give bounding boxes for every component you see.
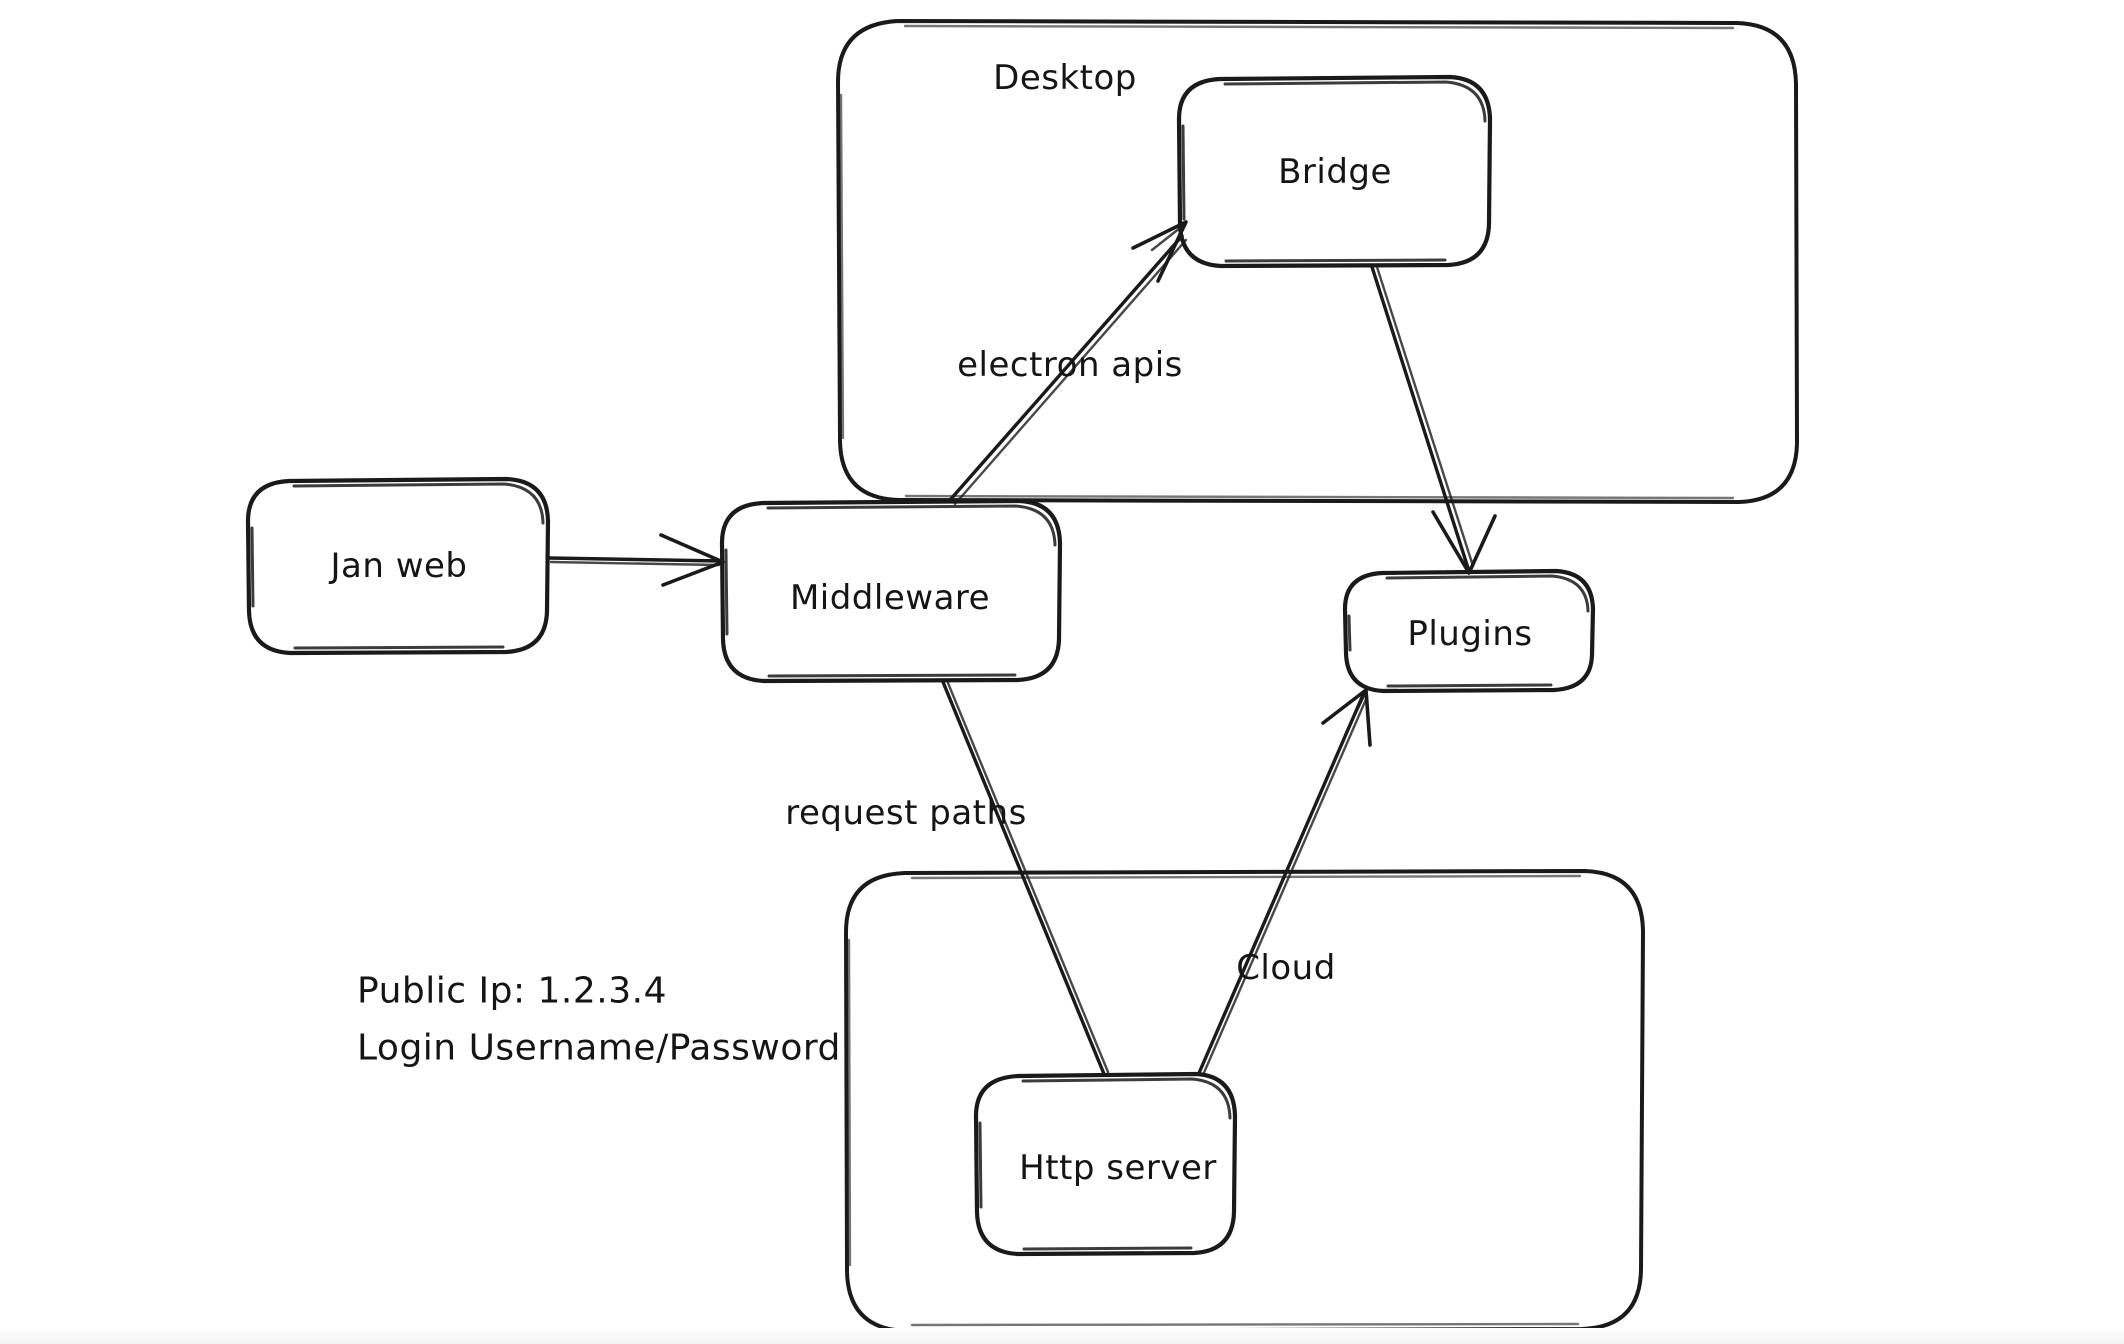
bottom-edge-strip [0, 1328, 2124, 1344]
node-jan-web[interactable] [245, 476, 551, 656]
node-label-middleware: Middleware [789, 578, 991, 618]
node-label-jan-web: Jan web [330, 546, 468, 586]
note-login-credentials: Login Username/Password [357, 1027, 841, 1069]
node-http-server[interactable] [973, 1071, 1238, 1257]
node-plugins[interactable] [1342, 568, 1596, 694]
note-public-ip: Public Ip: 1.2.3.4 [357, 970, 667, 1012]
edge-http-server-to-plugins [1197, 688, 1372, 1077]
edge-bridge-to-plugins [1370, 265, 1497, 575]
node-label-bridge: Bridge [1278, 152, 1392, 192]
edge-label-electron-apis: electron apis [957, 345, 1183, 385]
node-label-http-server: Http server [1019, 1148, 1217, 1188]
edge-http-server-to-middleware [941, 680, 1110, 1076]
container-desktop[interactable] [836, 19, 1799, 504]
node-middleware[interactable] [719, 498, 1063, 684]
edge-label-request-paths: request paths [785, 793, 1027, 833]
container-label-cloud: Cloud [1236, 948, 1336, 988]
edge-middleware-to-bridge [948, 220, 1188, 506]
node-label-plugins: Plugins [1407, 614, 1533, 654]
node-bridge[interactable] [1176, 74, 1493, 269]
container-label-desktop: Desktop [993, 58, 1137, 98]
edge-jan-web-to-middleware [547, 533, 725, 587]
container-cloud[interactable] [844, 869, 1645, 1333]
